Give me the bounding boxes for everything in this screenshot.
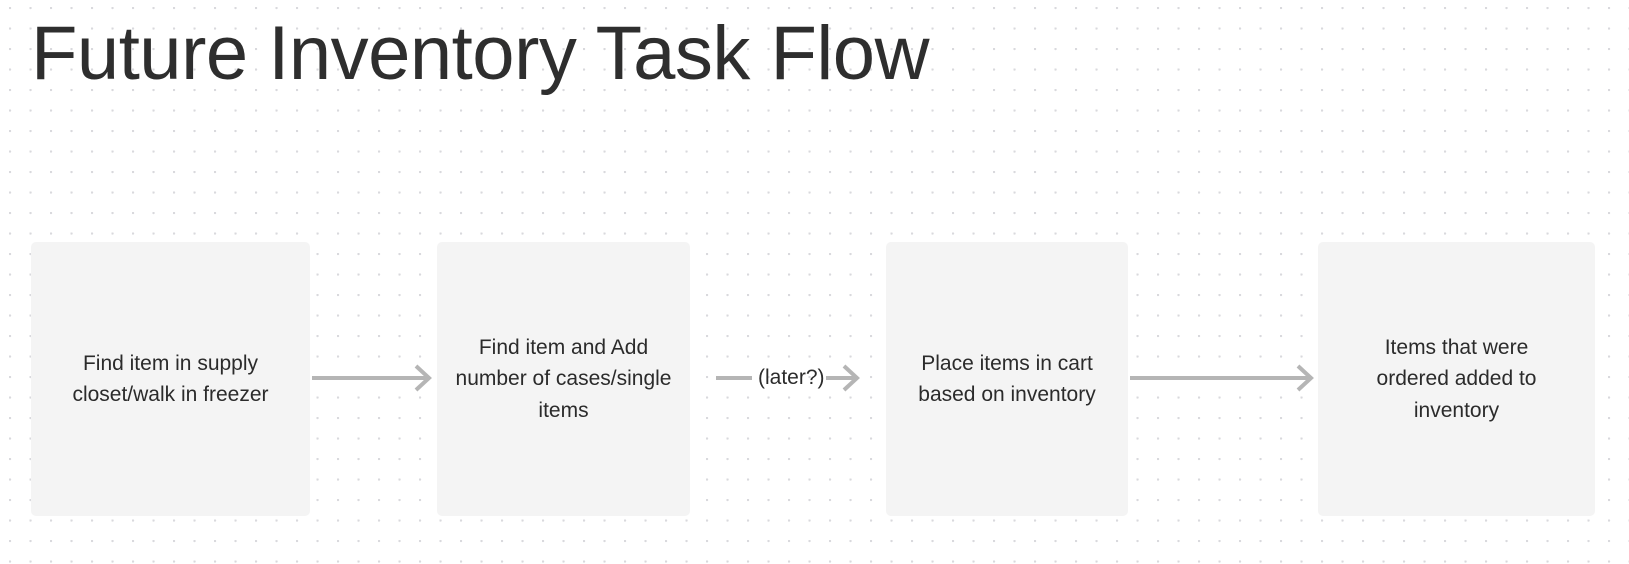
flow-node-label: Place items in cart based on inventory xyxy=(918,351,1096,407)
flow-node-label: Find item in supply closet/walk in freez… xyxy=(72,351,269,407)
flow-node-find-item-add-cases[interactable]: Find item and Add number of cases/single… xyxy=(437,242,690,516)
line-segment-icon xyxy=(716,376,752,380)
flow-node-find-item-supply-closet[interactable]: Find item in supply closet/walk in freez… xyxy=(31,242,310,516)
flow-connector-stub-left[interactable] xyxy=(716,360,756,396)
page-title: Future Inventory Task Flow xyxy=(31,11,929,96)
flow-connector-arrow-1[interactable] xyxy=(312,360,436,396)
flow-connector-arrow-2[interactable] xyxy=(826,360,886,396)
flow-node-place-items-in-cart[interactable]: Place items in cart based on inventory xyxy=(886,242,1128,516)
arrow-right-icon xyxy=(1130,364,1314,392)
arrow-right-icon xyxy=(826,364,860,392)
flow-node-items-added-to-inventory[interactable]: Items that were ordered added to invento… xyxy=(1318,242,1595,516)
arrow-right-icon xyxy=(312,364,432,392)
flow-edge-label-later: (later?) xyxy=(758,366,825,389)
flow-connector-arrow-3[interactable] xyxy=(1130,360,1318,396)
flow-node-label: Items that were ordered added to invento… xyxy=(1376,335,1537,422)
flow-node-label: Find item and Add number of cases/single… xyxy=(455,335,672,422)
